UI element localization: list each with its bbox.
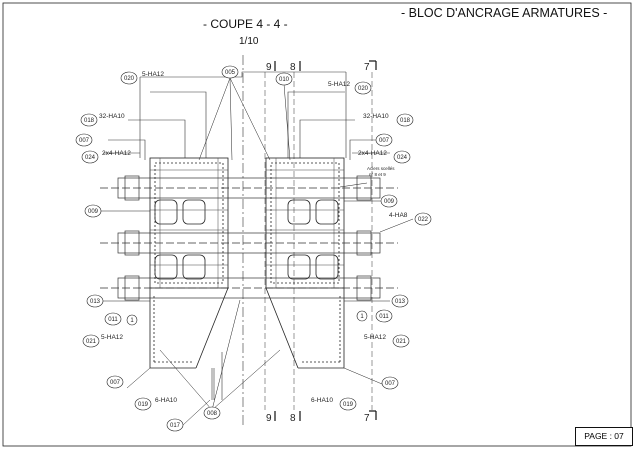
callout-circle-017 (166, 418, 184, 432)
callout-circle-018-right (396, 113, 414, 127)
bar-label-4ha8: 4-HA8 (389, 212, 408, 219)
callout-019-left: 019 (138, 402, 149, 408)
callout-circle-018-left (80, 113, 98, 127)
bar-label-32ha10-left: 32-HA10 (99, 113, 125, 120)
callout-1-right: 1 (360, 314, 364, 320)
callout-circle-022 (414, 212, 432, 226)
bar-label-6ha10-left: 6-HA10 (155, 397, 177, 404)
callout-circle-1-right (356, 310, 368, 322)
page-number: PAGE : 07 (575, 427, 633, 446)
callout-005: 005 (225, 70, 236, 76)
long-bars (103, 71, 390, 400)
section-7-bottom: 7 (364, 413, 370, 424)
callout-circle-013-left (86, 294, 104, 308)
rebar-rows (150, 158, 344, 288)
section-8-bottom: 8 (290, 413, 296, 424)
callout-009-right: 009 (384, 199, 395, 205)
callout-013-right: 013 (395, 299, 406, 305)
callout-024-left: 024 (85, 155, 96, 161)
section-title: - COUPE 4 - 4 - (203, 17, 288, 31)
callout-1-left: 1 (130, 318, 134, 324)
callout-circle-007-bottom-right (381, 376, 399, 390)
callout-circle-021-left (82, 334, 100, 348)
callout-011-right: 011 (379, 314, 389, 320)
callout-017: 017 (170, 423, 181, 429)
callout-020-left: 020 (124, 76, 135, 82)
callout-019-right: 019 (343, 402, 354, 408)
section-9-top: 9 (266, 62, 272, 73)
sheet-frame (2, 2, 632, 447)
callout-circle-024-left (81, 150, 99, 164)
callout-circle-024-right (393, 150, 411, 164)
callout-circle-013-right (391, 294, 409, 308)
callout-circle-010 (275, 72, 293, 86)
callout-circle-007-left (75, 133, 93, 147)
callout-020-right: 020 (358, 86, 369, 92)
callout-circle-021-right (392, 334, 410, 348)
left-block (149, 157, 229, 369)
bar-label-5ha12-top-left: 5-HA12 (142, 71, 164, 78)
callout-007-right: 007 (379, 138, 390, 144)
callout-007-bottom-left: 007 (110, 380, 121, 386)
callout-009-left: 009 (88, 209, 99, 215)
right-block (265, 157, 345, 369)
callout-021-right: 021 (396, 339, 407, 345)
callout-007-left: 007 (79, 138, 90, 144)
section-7-top: 7 (364, 62, 370, 73)
section-8-top: 8 (290, 62, 296, 73)
drawing-title: - BLOC D'ANCRAGE ARMATURES - (401, 6, 608, 20)
callout-circle-020-right (354, 81, 372, 95)
callout-circle-008 (203, 406, 221, 420)
callout-011-left: 011 (108, 317, 118, 323)
note-line-1: Aciers scellés (367, 166, 395, 171)
callout-circle-007-bottom-left (106, 375, 124, 389)
callout-circle-011-left (104, 312, 122, 326)
callout-008: 008 (207, 411, 218, 417)
callout-021-left: 021 (86, 339, 97, 345)
callout-circle-019-left (134, 397, 152, 411)
section-marks (274, 60, 377, 421)
callout-circle-007-right (375, 133, 393, 147)
bar-label-5ha12-bottom-left: 5-HA12 (101, 334, 123, 341)
callout-circle-020-left (120, 71, 138, 85)
section-cut-lines (264, 72, 373, 410)
bar-label-2x4ha12-left: 2x4-HA12 (102, 150, 131, 157)
bar-label-2x4ha12-right: 2x4-HA12 (358, 150, 387, 157)
leader-lines (97, 77, 414, 426)
callout-circle-009-left (84, 204, 102, 218)
callout-circle-011-right (375, 309, 393, 323)
callout-circle-019-right (339, 397, 357, 411)
callout-circles (75, 65, 432, 432)
callout-circle-009-right (380, 194, 398, 208)
callout-circle-1-left (126, 314, 138, 326)
callout-024-right: 024 (397, 155, 408, 161)
bar-label-5ha12-top-right: 5-HA12 (328, 81, 350, 88)
section-9-bottom: 9 (266, 413, 272, 424)
callout-010: 010 (279, 77, 290, 83)
anchorage-bands (100, 175, 398, 301)
bar-label-6ha10-right: 6-HA10 (311, 397, 333, 404)
callout-018-right: 018 (400, 118, 411, 124)
bar-label-5ha12-bottom-right: 5-HA12 (364, 334, 386, 341)
scale-label: 1/10 (239, 36, 259, 47)
callout-022: 022 (418, 217, 429, 223)
callout-018-left: 018 (84, 118, 95, 124)
callout-circle-005 (221, 65, 239, 79)
note-line-2: n° 8 et 9 (369, 172, 386, 177)
bar-label-32ha10-right: 32-HA10 (363, 113, 389, 120)
callout-007-bottom-right: 007 (385, 381, 396, 387)
callout-013-left: 013 (90, 299, 101, 305)
